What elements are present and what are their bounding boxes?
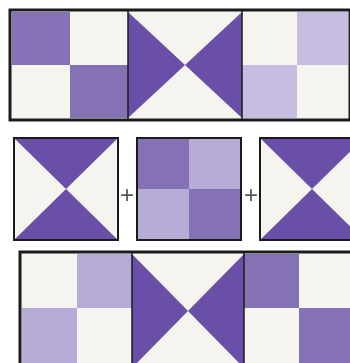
bottom-four-patch-cream-br: [77, 308, 132, 363]
bottom-four-patch2-dark-br: [299, 308, 350, 363]
bottom-four-patch2-dark-tl: [244, 254, 299, 308]
top-four-patch-dark-br: [70, 65, 128, 118]
top-four-patch2-light-bl: [242, 65, 297, 118]
middle-four-patch-tr: [189, 139, 240, 189]
middle-four-patch-br: [189, 189, 240, 239]
bottom-four-patch2-cream-bl: [244, 308, 299, 363]
bottom-four-patch-light-tr: [77, 254, 132, 308]
top-strip: [10, 10, 350, 120]
middle-four-patch-tl: [138, 139, 189, 189]
top-four-patch2-cream-tl: [242, 12, 297, 65]
plus-sign-1: +: [120, 182, 134, 209]
bottom-four-patch-cream-tl: [22, 254, 77, 308]
top-four-patch-cream-bl: [12, 65, 70, 118]
bottom-four-patch2-cream-tr: [299, 254, 350, 308]
top-four-patch-dark-tl: [12, 12, 70, 65]
middle-hourglass-block-right: [260, 138, 350, 240]
middle-four-patch-block: [137, 138, 241, 240]
middle-four-patch-bl: [138, 189, 189, 239]
bottom-strip: [20, 252, 350, 363]
top-four-patch-cream-tr: [70, 12, 128, 65]
top-four-patch2-cream-br: [297, 65, 348, 118]
middle-row: + +: [14, 138, 350, 240]
middle-hourglass-block-left: [14, 138, 118, 240]
bottom-four-patch-light-bl: [22, 308, 77, 363]
top-four-patch2-light-tr: [297, 12, 348, 65]
plus-sign-2: +: [244, 182, 258, 209]
